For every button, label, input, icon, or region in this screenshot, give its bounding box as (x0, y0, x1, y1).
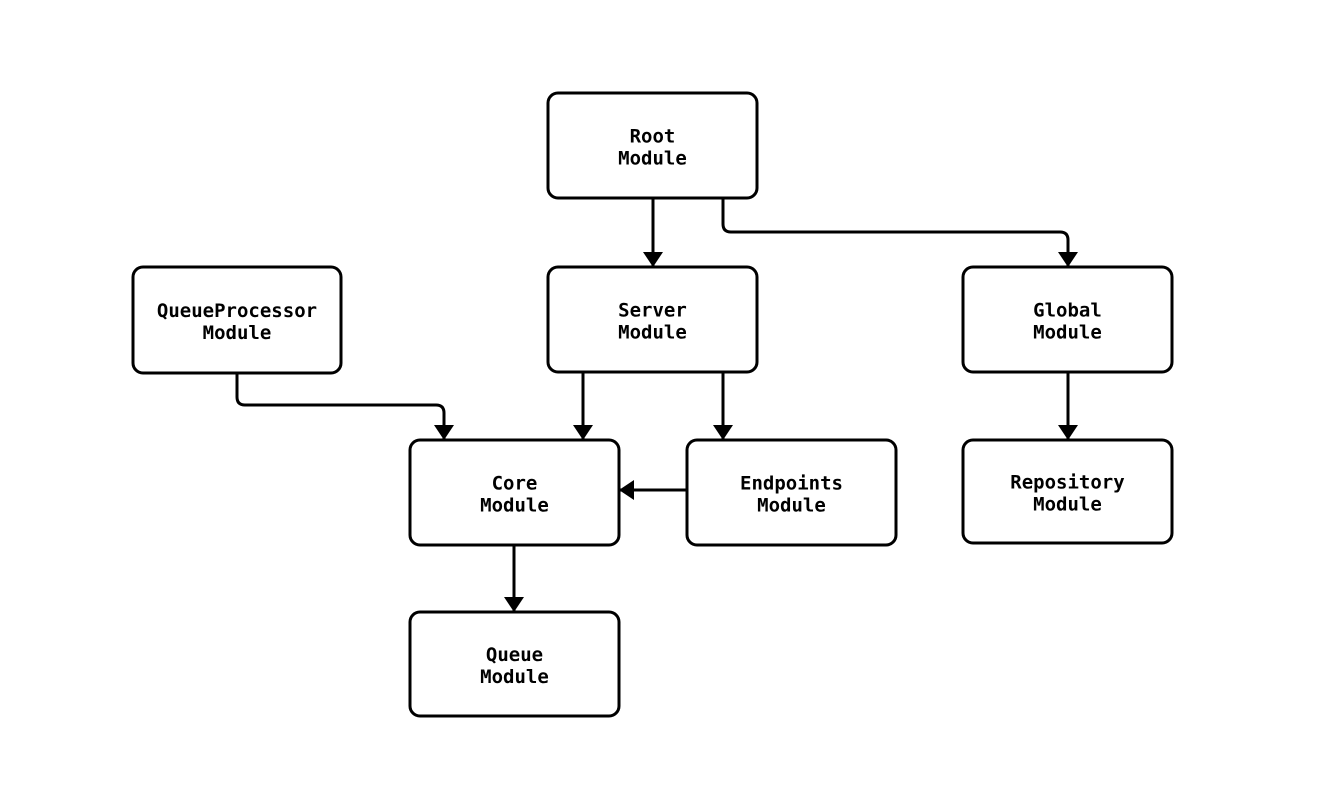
node-root-label-line-1: Root (630, 126, 676, 148)
node-global-box (961, 265, 1174, 374)
node-queue-label-line-2: Module (480, 666, 549, 688)
node-queue-processor-label-line-1: QueueProcessor (157, 300, 317, 322)
node-root-label-line-2: Module (618, 148, 687, 170)
edges-layer (235, 198, 1078, 612)
edge-queue-processor-to-core (235, 373, 454, 440)
node-endpoints-label-line-2: Module (757, 495, 826, 517)
node-root-box (546, 91, 759, 200)
node-server-box (546, 265, 759, 374)
node-repository-label-line-1: Repository (1010, 472, 1124, 494)
edge-root-to-global (721, 198, 1078, 267)
node-server-label-line-2: Module (618, 322, 687, 344)
node-queue-processor-label-line-2: Module (203, 322, 272, 344)
node-global-label-line-1: Global (1033, 300, 1102, 322)
node-repository-label-line-2: Module (1033, 494, 1102, 516)
node-queue-box (408, 610, 621, 718)
node-core-box (408, 438, 621, 547)
node-repository-box (961, 438, 1174, 545)
node-queue-label-line-1: Queue (486, 644, 543, 666)
node-global-label-line-2: Module (1033, 322, 1102, 344)
node-core-label-line-2: Module (480, 495, 549, 517)
node-endpoints-label-line-1: Endpoints (740, 473, 843, 495)
node-queue-processor-box (131, 265, 343, 375)
node-core-label-line-1: Core (492, 473, 538, 495)
node-server-label-line-1: Server (618, 300, 687, 322)
node-endpoints-box (685, 438, 898, 547)
